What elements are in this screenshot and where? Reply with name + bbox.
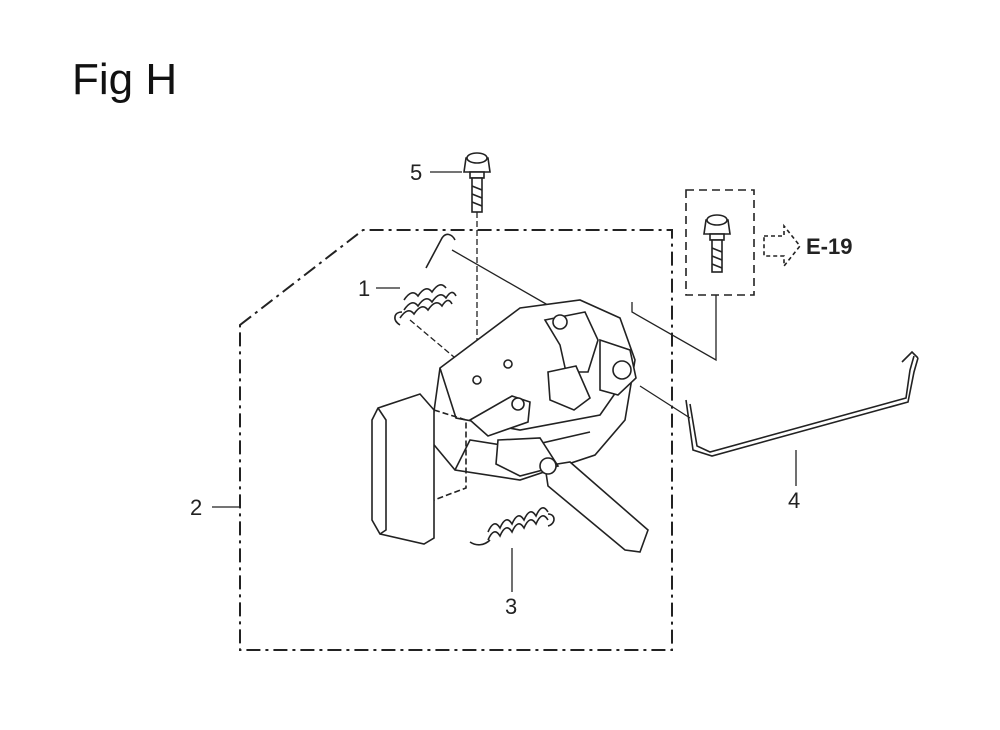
callout-5: 5 [410, 160, 423, 185]
callout-3: 3 [505, 594, 518, 619]
callout-4: 4 [788, 488, 801, 513]
bolt-icon [703, 214, 731, 273]
spring-icon [469, 507, 555, 546]
assembly-boundary [239, 229, 673, 651]
figure-title: Fig H [72, 55, 178, 104]
bolt-icon [463, 152, 491, 213]
governor-plate-icon [371, 299, 649, 553]
reference-box [685, 189, 755, 296]
spring-icon [394, 233, 457, 326]
arrow-right-icon [763, 223, 802, 269]
reference-label: E-19 [806, 234, 853, 259]
callout-1: 1 [358, 276, 371, 301]
rod-icon [685, 350, 919, 457]
callout-2: 2 [190, 495, 203, 520]
